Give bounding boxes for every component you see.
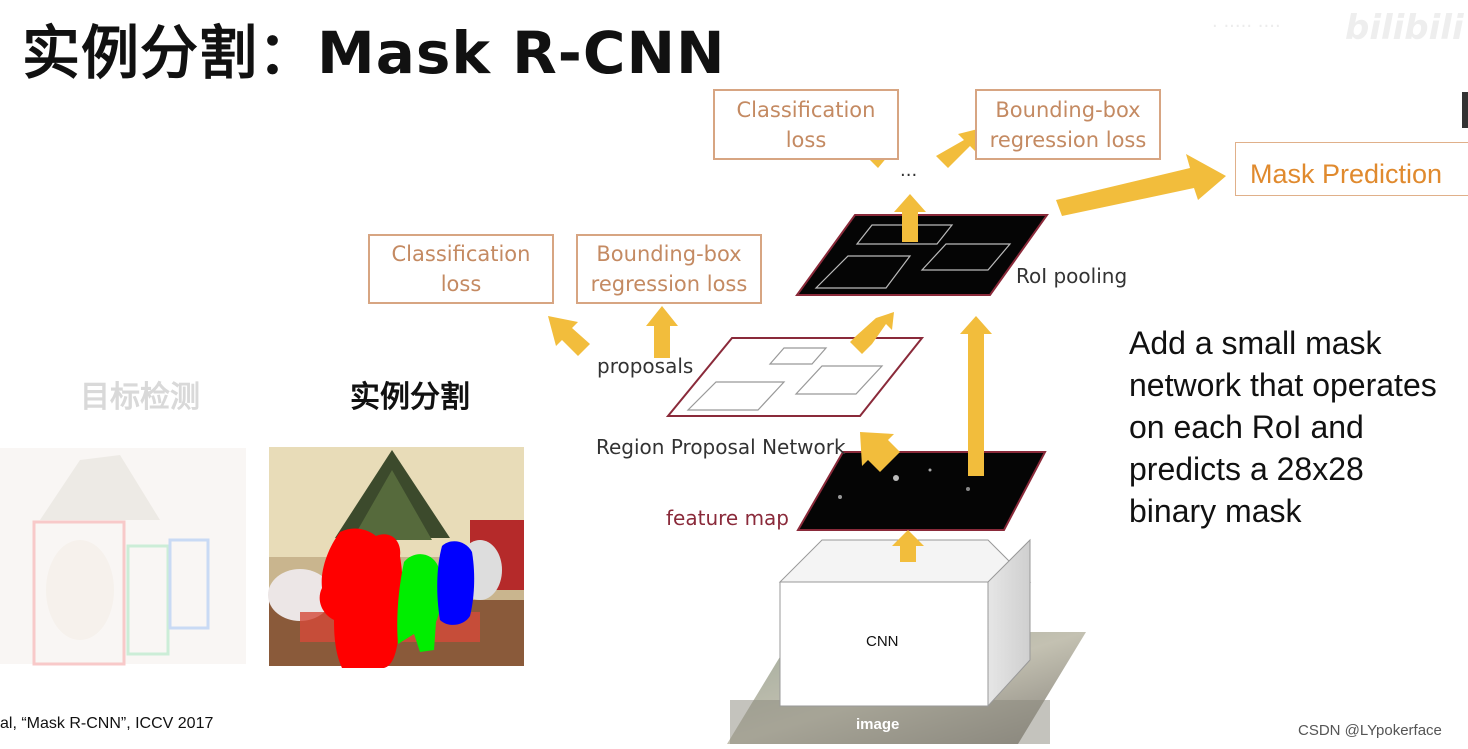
proposal-box bbox=[794, 365, 884, 395]
proposal-box bbox=[768, 347, 828, 365]
arrow-cnn-up bbox=[892, 530, 924, 562]
arrow-roi-to-mask bbox=[1056, 154, 1226, 216]
description-line: network that operates bbox=[1129, 367, 1437, 403]
rpn-cls-loss-line1: Classification bbox=[391, 242, 531, 266]
top-cls-loss-line2: loss bbox=[785, 127, 827, 152]
arrow-rpn-to-bbox bbox=[646, 306, 678, 358]
roi-box bbox=[814, 255, 912, 289]
mask-branch-description: Add a small mask network that operates o… bbox=[1129, 322, 1468, 532]
top-bbox-loss-line1: Bounding-box bbox=[995, 97, 1141, 122]
rpn-classification-loss-box: Classification loss bbox=[368, 234, 554, 304]
description-line: Add a small mask bbox=[1129, 325, 1382, 361]
mask-prediction-box: Mask Prediction bbox=[1235, 142, 1468, 196]
image-ground-strip bbox=[730, 700, 1050, 744]
top-bbox-loss-box: Bounding-box regression loss bbox=[975, 89, 1161, 160]
image-label: image bbox=[856, 716, 900, 733]
feature-speck bbox=[966, 487, 970, 491]
citation: al, “Mask R-CNN”, ICCV 2017 bbox=[0, 715, 214, 732]
arrow-roi-to-bbox bbox=[936, 128, 982, 168]
description-line: predicts a 28x28 bbox=[1129, 451, 1364, 487]
roi-pooling-label: RoI pooling bbox=[1016, 264, 1128, 288]
arrow-featuremap-to-rpn bbox=[860, 432, 900, 472]
rpn-cls-loss-line2: loss bbox=[440, 272, 482, 296]
edge-scroll-marker bbox=[1462, 92, 1468, 128]
arrows bbox=[548, 128, 1226, 562]
roi-pooling-plane bbox=[795, 214, 1049, 296]
arrow-rpn-to-cls bbox=[548, 316, 590, 356]
instance-segmentation-image bbox=[268, 447, 524, 668]
object-detection-label: 目标检测 bbox=[80, 380, 200, 415]
uploader-watermark: · ····· ···· bbox=[1212, 16, 1281, 37]
arrow-featuremap-to-roi bbox=[960, 316, 992, 476]
feature-speck bbox=[928, 468, 932, 472]
description-line: binary mask bbox=[1129, 493, 1302, 529]
description-line: on each RoI and bbox=[1129, 409, 1364, 445]
proposals-label: proposals bbox=[597, 354, 694, 378]
rpn-bbox-loss-line2: regression loss bbox=[590, 272, 748, 296]
feature-map-plane bbox=[796, 451, 1047, 531]
bilibili-logo: bilibili bbox=[1345, 8, 1464, 48]
feature-speck bbox=[893, 475, 899, 481]
rpn-bbox-loss-line1: Bounding-box bbox=[596, 242, 742, 266]
arrow-roi-up bbox=[894, 194, 926, 242]
ellipsis: ... bbox=[900, 160, 918, 181]
proposal-box bbox=[686, 381, 786, 411]
cnn-label: CNN bbox=[866, 633, 899, 650]
top-cls-loss-line1: Classification bbox=[736, 97, 876, 122]
feature-map-label: feature map bbox=[666, 506, 789, 530]
arrow-rpn-to-roi bbox=[850, 312, 894, 354]
instance-segmentation-label: 实例分割 bbox=[350, 380, 470, 415]
page-title: 实例分割：Mask R-CNN bbox=[22, 19, 726, 87]
rpn-label: Region Proposal Network bbox=[596, 435, 846, 459]
rpn-plane bbox=[665, 337, 925, 417]
rpn-bbox-loss-box: Bounding-box regression loss bbox=[576, 234, 762, 304]
top-classification-loss-box: Classification loss bbox=[713, 89, 899, 160]
top-bbox-loss-line2: regression loss bbox=[989, 127, 1147, 152]
object-detection-image bbox=[0, 448, 246, 666]
roi-box bbox=[920, 243, 1012, 271]
cnn-box-front bbox=[779, 581, 989, 707]
csdn-watermark: CSDN @LYpokerface bbox=[1298, 722, 1442, 739]
feature-speck bbox=[838, 495, 842, 499]
roi-box bbox=[855, 224, 954, 245]
